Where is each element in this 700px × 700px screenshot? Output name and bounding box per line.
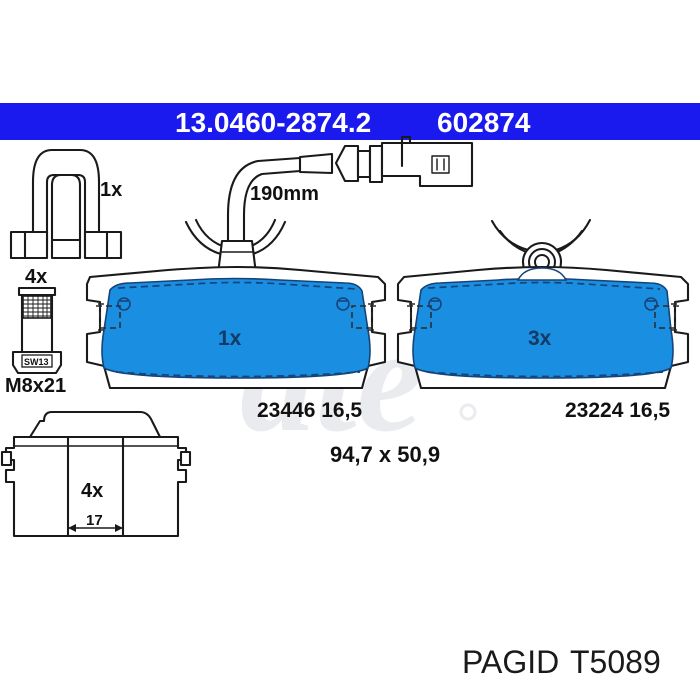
sensor-collar xyxy=(356,149,372,179)
damping-shim-drawing: 4x 17 xyxy=(0,410,192,538)
retaining-clip-quantity: 1x xyxy=(100,179,122,201)
shim-quantity: 4x xyxy=(81,480,103,502)
header-background xyxy=(0,103,700,140)
header-reference-number: 602874 xyxy=(437,107,531,138)
guide-bolt-drawing: 4x SW13 M8x21 xyxy=(5,266,66,397)
pad-left-friction-material xyxy=(101,277,371,379)
shim-tab-left xyxy=(0,450,13,467)
sensor-grommet xyxy=(334,144,360,183)
header-banner: 13.0460-2874.2 602874 xyxy=(0,103,700,140)
shim-cap xyxy=(28,410,162,439)
bolt-size-label: M8x21 xyxy=(5,375,66,397)
shim-dimension-label: 17 xyxy=(86,512,103,529)
footer-part-code: T5089 xyxy=(570,644,661,680)
pad-right-friction-material xyxy=(412,277,674,379)
sensor-sleeve xyxy=(298,152,334,175)
sensor-connector-window xyxy=(431,155,450,174)
pad-right-code: 23224 16,5 xyxy=(565,399,670,422)
pad-left-quantity: 1x xyxy=(218,327,242,350)
pad-right-marks xyxy=(428,297,658,311)
bolt-head-marking-box xyxy=(21,354,53,368)
pad-right-eyelet-cutout xyxy=(516,267,568,281)
retaining-clip-drawing: 1x xyxy=(9,148,122,260)
footer-brand: PAGID T5089 xyxy=(462,644,661,680)
brake-pad-left: 1x 23446 16,5 xyxy=(85,218,387,422)
footer-brand-name: PAGID xyxy=(462,644,559,680)
sensor-length-label: 190mm xyxy=(250,183,319,205)
header-part-number: 13.0460-2874.2 xyxy=(175,107,371,138)
bolt-knurl xyxy=(22,295,52,319)
bolt-tip xyxy=(17,286,57,297)
wear-sensor-drawing: 190mm xyxy=(226,135,474,247)
bolt-head-marking: SW13 xyxy=(24,357,49,367)
watermark-registered-mark xyxy=(459,403,477,421)
shim-dimension-arrows xyxy=(67,524,124,532)
pad-left-marks xyxy=(117,297,350,311)
pad-left-code: 23446 16,5 xyxy=(257,399,362,422)
brake-pad-right: 3x 23224 16,5 xyxy=(396,218,690,422)
bolt-knurl-hatch xyxy=(23,296,51,318)
pad-size-label: 94,7 x 50,9 xyxy=(330,442,440,467)
bolt-quantity: 4x xyxy=(25,266,47,288)
sensor-connector xyxy=(380,141,474,188)
sensor-body xyxy=(368,144,384,184)
shim-tab-right xyxy=(179,450,192,467)
pad-right-quantity: 3x xyxy=(528,327,552,350)
